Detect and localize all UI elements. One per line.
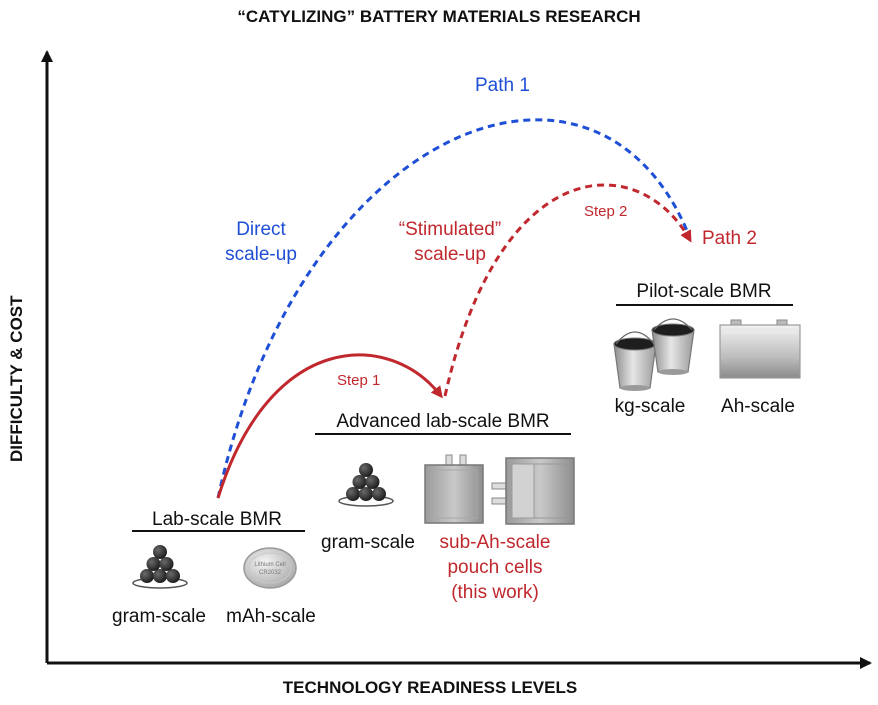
coin-cell-icon: Lithium Cell CR2032 xyxy=(243,547,297,589)
advanced-material-label: gram-scale xyxy=(321,532,415,553)
path1-label: Path 1 xyxy=(475,75,530,96)
direct-scale-up-label-1: Direct xyxy=(236,219,286,240)
x-axis-label: TECHNOLOGY READINESS LEVELS xyxy=(282,678,578,697)
pilot-material-label: kg-scale xyxy=(614,396,686,417)
pouch-cell-1-icon xyxy=(424,454,484,524)
advanced-ball-pile-icon xyxy=(338,463,394,507)
pouch-cell-2-icon xyxy=(491,457,575,525)
step1-label: Step 1 xyxy=(337,372,381,389)
pilot-cell-label: Ah-scale xyxy=(721,396,795,417)
prismatic-cell-icon xyxy=(719,319,801,379)
pilot-heading: Pilot-scale BMR xyxy=(636,281,772,302)
lab-cell-label: mAh-scale xyxy=(226,606,316,627)
pouch-cells-label-2: pouch cells xyxy=(447,557,543,578)
lab-heading: Lab-scale BMR xyxy=(152,509,282,530)
y-axis-label: DIFFICULTY & COST xyxy=(7,295,26,462)
coin-cell-text-1: Lithium Cell xyxy=(254,562,285,568)
direct-scale-up-label-2: scale-up xyxy=(225,244,297,265)
path1-curve xyxy=(216,118,692,499)
coin-cell-text-2: CR2032 xyxy=(259,570,282,576)
step1-curve xyxy=(216,353,443,499)
step2-label: Step 2 xyxy=(584,203,628,220)
step2-curve xyxy=(443,183,692,397)
bucket-2-icon xyxy=(651,318,695,375)
pouch-cells-label-3: (this work) xyxy=(451,582,539,603)
lab-ball-pile-icon xyxy=(132,545,188,589)
pouch-cells-label-1: sub-Ah-scale xyxy=(439,532,551,553)
figure-title: “CATYLIZING” BATTERY MATERIALS RESEARCH xyxy=(237,7,641,26)
stimulated-scale-up-label-2: scale-up xyxy=(414,244,486,265)
stimulated-scale-up-label-1: “Stimulated” xyxy=(398,219,502,240)
advanced-heading: Advanced lab-scale BMR xyxy=(336,411,550,432)
bucket-1-icon xyxy=(613,331,657,391)
path2-label: Path 2 xyxy=(702,228,757,249)
lab-material-label: gram-scale xyxy=(112,606,206,627)
